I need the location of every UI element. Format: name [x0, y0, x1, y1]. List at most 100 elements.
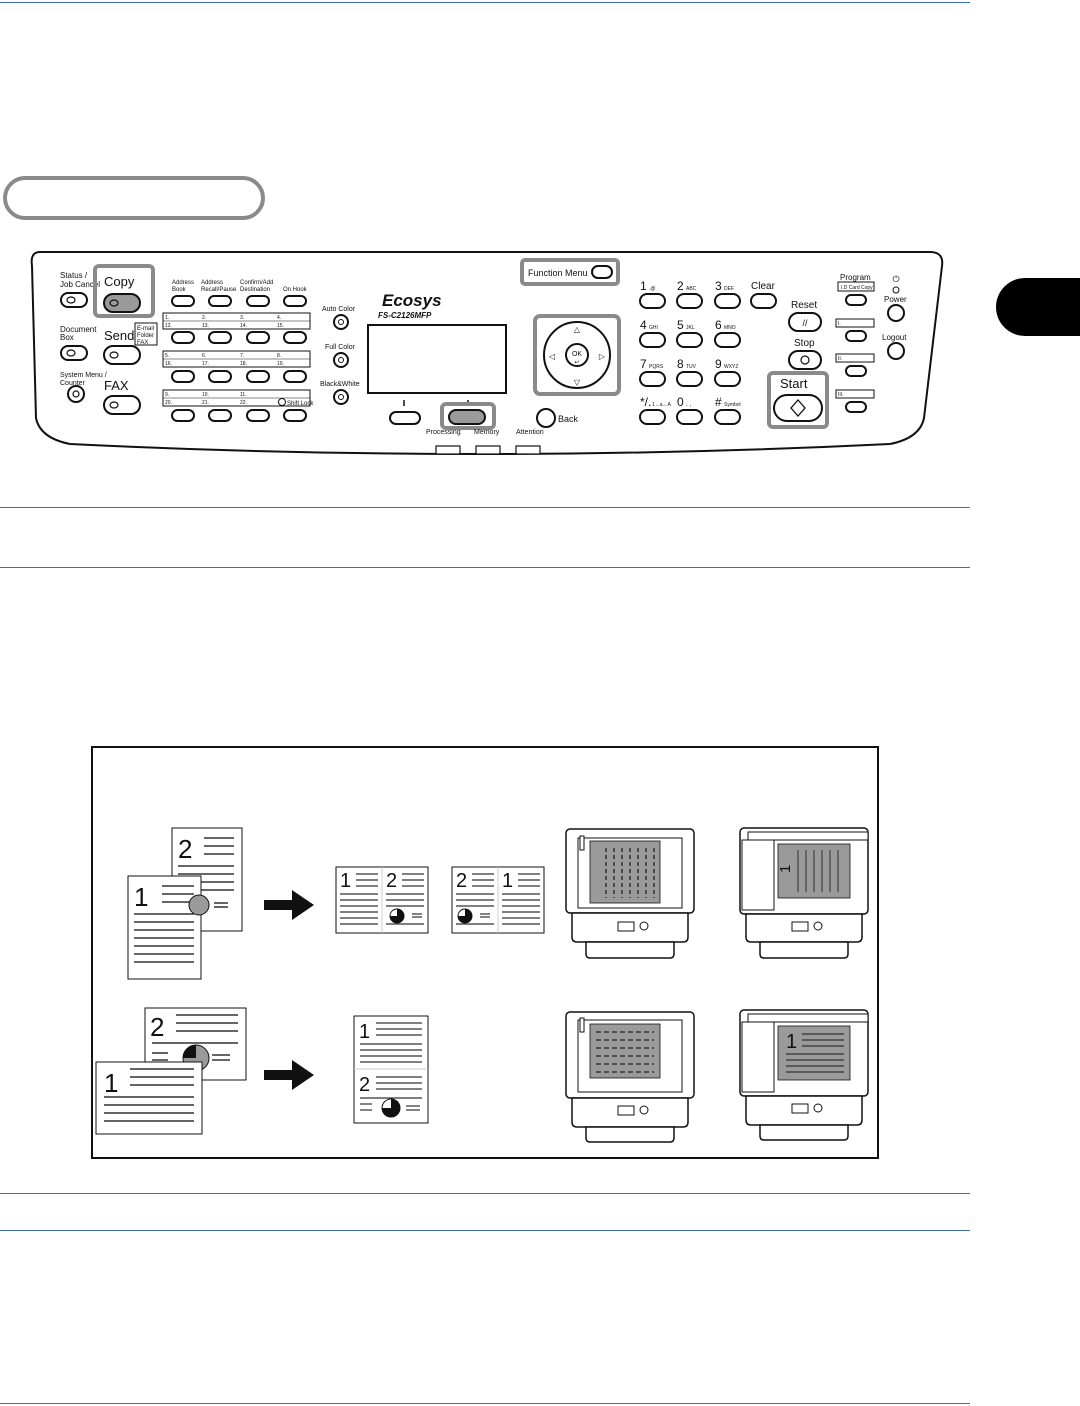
page-number-1d: 1 — [777, 865, 794, 873]
right-arrow-icon: ▷ — [599, 352, 606, 361]
soft-key-left[interactable] — [389, 400, 421, 425]
navigation-pad[interactable]: △ ▽ ◁ ▷ OK ↵ — [533, 314, 621, 396]
reset-key[interactable]: Reset // — [788, 300, 822, 332]
key-5-sub: JKL — [686, 325, 695, 331]
rule-5 — [0, 1230, 970, 1231]
stop-icon — [800, 355, 810, 365]
ot-3: 3. — [240, 315, 244, 321]
ot-4: 4. — [277, 315, 281, 321]
logout-label: Logout — [882, 333, 907, 342]
lcd-display — [367, 324, 507, 394]
page-number-1a: 1 — [134, 882, 148, 912]
key-0-digit: 0 — [677, 395, 684, 409]
address-book-key[interactable]: Address Book — [171, 280, 195, 307]
ot-2: 2. — [202, 315, 206, 321]
scanner-platen-portrait — [565, 828, 695, 959]
address-book-label-2: Book — [172, 287, 187, 293]
confirm-label-2: Destination — [240, 287, 270, 293]
key-hash-sub: Symbol — [724, 402, 741, 408]
key-2-digit: 2 — [677, 279, 684, 293]
combined-page-right-to-left: 2 1 — [451, 866, 545, 934]
program-key-main[interactable] — [845, 294, 867, 306]
ot-12: 12. — [165, 323, 172, 329]
start-icon — [790, 399, 806, 417]
ot-13: 13. — [202, 323, 209, 329]
key-star-digit: */. — [640, 395, 651, 409]
fax-key[interactable]: FAX — [103, 378, 141, 415]
program-key-1: I. — [838, 321, 841, 327]
document-processor-portrait: 1 — [739, 827, 869, 959]
key-4-digit: 4 — [640, 318, 647, 332]
key-1-digit: 1 — [640, 279, 647, 293]
combined-page-left-to-right: 1 2 — [335, 866, 429, 934]
document-box-key[interactable]: Document Box — [60, 325, 97, 361]
program-label: Program — [840, 273, 871, 282]
key-9-sub: WXYZ — [724, 364, 738, 370]
logout-key[interactable]: Logout — [882, 333, 907, 360]
soft-key-right[interactable] — [440, 400, 496, 430]
one-touch-row-1: 1. 2. 3. 4. 12. 13. 14. 15. — [162, 312, 311, 330]
one-touch-row-2: 5. 6. 7. 8. 16. 17. 18. 19. — [162, 350, 311, 368]
system-label-1: System Menu / — [60, 372, 107, 379]
power-key[interactable] — [887, 304, 905, 322]
key-6-digit: 6 — [715, 318, 722, 332]
status-label-1: Status / — [60, 271, 88, 280]
page-number-1b: 1 — [340, 870, 351, 892]
copy-key[interactable]: Copy — [93, 264, 155, 318]
black-white-label: Black&White — [320, 381, 360, 388]
confirm-add-key[interactable]: Confirm/Add Destination — [240, 280, 273, 307]
send-key[interactable]: Send E-mail Folder FAX — [103, 322, 158, 365]
key-1-sub: .@ — [649, 286, 655, 292]
on-hook-key[interactable]: On Hook — [283, 287, 308, 307]
key-2-sub: ABC — [686, 286, 697, 292]
auto-color-key[interactable]: Auto Color — [322, 306, 356, 330]
arrow-icon — [264, 890, 314, 920]
full-color-key[interactable]: Full Color — [325, 344, 356, 368]
send-target-fax: FAX — [137, 340, 148, 346]
system-menu-key[interactable]: System Menu / Counter — [60, 372, 107, 403]
one-touch-keys-3[interactable] — [171, 409, 307, 422]
stop-label: Stop — [794, 338, 815, 349]
ot-7: 7. — [240, 353, 244, 359]
address-recall-key[interactable]: Address Recall/Pause — [201, 280, 237, 307]
chapter-tab — [996, 278, 1080, 336]
indicator-memory: Memory — [474, 429, 500, 436]
program-key-2: II. — [838, 356, 842, 362]
ot-8: 8. — [277, 353, 281, 359]
page-number-2a: 2 — [178, 834, 192, 864]
fax-label: FAX — [104, 378, 129, 393]
key-6-sub: MNO — [724, 325, 736, 331]
numeric-keypad[interactable]: 1 .@ 2 ABC 3 DEF 4 GHI 5 JKL 6 MNO 7 PQR… — [639, 279, 741, 425]
one-touch-keys-2[interactable] — [171, 370, 307, 383]
program-key-3: III. — [838, 392, 844, 398]
arrow-icon-2 — [264, 1060, 314, 1090]
back-key[interactable]: Back — [536, 408, 579, 428]
clear-key[interactable]: Clear — [750, 281, 777, 309]
stop-key[interactable]: Stop — [788, 338, 822, 370]
key-0-sub: . , — [686, 402, 691, 408]
black-white-key[interactable]: Black&White — [320, 381, 360, 405]
ot-22: 22. — [240, 400, 247, 406]
key-7-digit: 7 — [640, 357, 647, 371]
ot-15: 15. — [277, 323, 284, 329]
reset-icon: // — [802, 318, 808, 328]
status-job-cancel-key[interactable]: Status / Job Cancel — [60, 271, 100, 308]
send-target-email: E-mail — [137, 326, 154, 332]
ot-5: 5. — [165, 353, 169, 359]
page-number-1g: 1 — [786, 1031, 797, 1053]
ot-18: 18. — [240, 361, 247, 367]
program-keys[interactable]: I. II. III. — [835, 318, 875, 413]
start-label: Start — [780, 376, 808, 391]
power-label: Power — [884, 295, 907, 304]
ot-20: 20. — [165, 400, 172, 406]
start-key[interactable]: Start — [767, 371, 829, 429]
key-4-sub: GHI — [649, 325, 658, 331]
ot-21: 21. — [202, 400, 209, 406]
address-recall-label-2: Recall/Pause — [201, 287, 237, 293]
function-menu-key[interactable]: Function Menu — [520, 258, 620, 286]
ot-11: 11. — [240, 392, 247, 398]
top-rule — [0, 2, 970, 3]
key-9-digit: 9 — [715, 357, 722, 371]
one-touch-keys-1[interactable] — [171, 331, 307, 344]
ot-1: 1. — [165, 315, 169, 321]
